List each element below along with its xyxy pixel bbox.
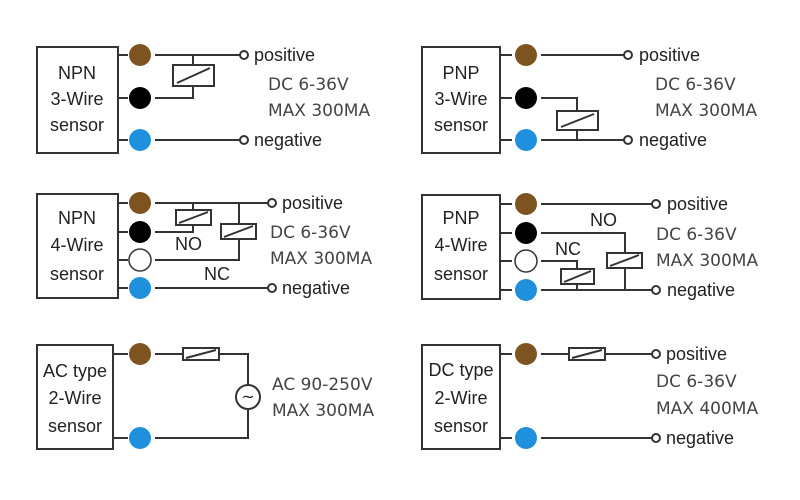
black-wire-dot — [129, 221, 151, 243]
black-wire-dot — [129, 87, 151, 109]
positive-label: positive — [282, 193, 343, 213]
box-line-2: 2-Wire — [435, 388, 488, 408]
box-line-1: NPN — [58, 63, 96, 83]
brown-wire-dot — [129, 192, 151, 214]
nc-label: NC — [555, 239, 581, 259]
white-wire-dot — [128, 248, 152, 272]
spec-voltage: DC 6-36V — [656, 372, 737, 392]
blue-wire-dot — [129, 277, 151, 299]
nc-label: NC — [204, 264, 230, 284]
sensor-box — [36, 193, 119, 299]
positive-label: positive — [639, 45, 700, 65]
terminal — [623, 50, 633, 60]
ac-wave-symbol: ~ — [241, 387, 254, 406]
blue-wire-dot — [515, 427, 537, 449]
panel-dc-2wire: DC type 2-Wire sensor positive negative … — [421, 343, 758, 450]
blue-wire-dot — [515, 129, 537, 151]
negative-label: negative — [666, 428, 734, 448]
no-label: NO — [590, 210, 617, 230]
terminal — [239, 50, 249, 60]
box-line-2: 4-Wire — [51, 235, 104, 255]
sensor-box — [36, 344, 114, 450]
terminal — [651, 349, 661, 359]
panel-npn-3wire: NPN 3-Wire sensor positive negative DC 6… — [36, 44, 370, 154]
terminal — [623, 135, 633, 145]
box-line-3: sensor — [50, 115, 104, 135]
brown-wire-dot — [515, 193, 537, 215]
box-line-2: 3-Wire — [51, 89, 104, 109]
brown-wire-dot — [129, 343, 151, 365]
positive-label: positive — [254, 45, 315, 65]
sensor-box — [421, 194, 501, 300]
brown-wire-dot — [515, 44, 537, 66]
terminal — [651, 433, 661, 443]
spec-voltage: DC 6-36V — [656, 225, 737, 245]
spec-voltage: DC 6-36V — [655, 75, 736, 95]
box-line-3: sensor — [48, 416, 102, 436]
terminal — [651, 285, 661, 295]
blue-wire-dot — [515, 279, 537, 301]
terminal — [651, 199, 661, 209]
no-label: NO — [175, 234, 202, 254]
negative-label: negative — [639, 130, 707, 150]
box-line-1: DC type — [428, 360, 493, 380]
spec-current: MAX 400MA — [656, 399, 758, 419]
black-wire-dot — [515, 222, 537, 244]
terminal — [267, 198, 277, 208]
box-line-1: NPN — [58, 208, 96, 228]
positive-label: positive — [667, 194, 728, 214]
box-line-2: 3-Wire — [435, 89, 488, 109]
spec-voltage: DC 6-36V — [270, 223, 351, 243]
negative-label: negative — [282, 278, 350, 298]
spec-current: MAX 300MA — [268, 101, 370, 121]
sensor-box — [421, 344, 501, 450]
blue-wire-dot — [129, 427, 151, 449]
brown-wire-dot — [129, 44, 151, 66]
spec-current: MAX 300MA — [656, 251, 758, 271]
panel-ac-2wire: AC type 2-Wire sensor ~ AC 90-250V MAX 3… — [36, 343, 374, 450]
box-line-1: AC type — [43, 361, 107, 381]
panel-npn-4wire: NPN 4-Wire sensor NO NC positive negativ… — [36, 192, 372, 299]
brown-wire-dot — [515, 343, 537, 365]
white-wire-dot — [514, 249, 538, 273]
panel-pnp-3wire: PNP 3-Wire sensor positive negative DC 6… — [421, 44, 757, 154]
spec-voltage: AC 90-250V — [272, 375, 373, 395]
negative-label: negative — [667, 280, 735, 300]
box-line-1: PNP — [442, 208, 479, 228]
black-wire-dot — [515, 87, 537, 109]
blue-wire-dot — [129, 129, 151, 151]
box-line-2: 2-Wire — [49, 388, 102, 408]
panel-pnp-4wire: PNP 4-Wire sensor NO NC positive negativ… — [421, 193, 758, 301]
sensor-box — [421, 46, 501, 154]
terminal — [239, 135, 249, 145]
positive-label: positive — [666, 344, 727, 364]
negative-label: negative — [254, 130, 322, 150]
box-line-3: sensor — [50, 264, 104, 284]
sensor-box — [36, 46, 119, 154]
box-line-3: sensor — [434, 264, 488, 284]
spec-current: MAX 300MA — [655, 101, 757, 121]
box-line-3: sensor — [434, 416, 488, 436]
box-line-2: 4-Wire — [435, 235, 488, 255]
spec-voltage: DC 6-36V — [268, 75, 349, 95]
box-line-1: PNP — [442, 63, 479, 83]
box-line-3: sensor — [434, 115, 488, 135]
spec-current: MAX 300MA — [272, 401, 374, 421]
terminal — [267, 283, 277, 293]
spec-current: MAX 300MA — [270, 249, 372, 269]
